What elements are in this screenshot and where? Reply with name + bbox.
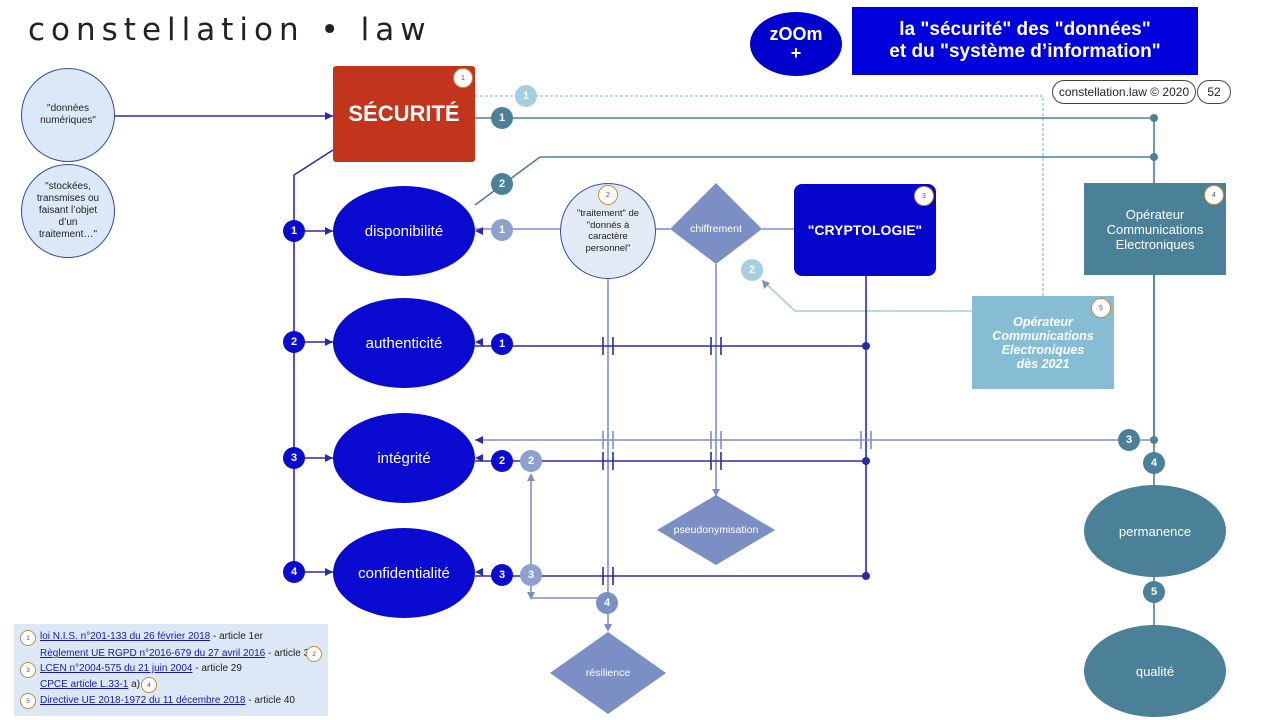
disponibilite-teal-number-2: 2: [491, 173, 513, 195]
reference-link-3[interactable]: LCEN n°2004-575 du 21 juin 2004: [40, 663, 193, 674]
reference-link-4[interactable]: CPCE article L.33-1: [40, 679, 129, 690]
stockees-note: "stockées, transmises ou faisant l’objet…: [21, 164, 115, 258]
securite-light-number-1: 1: [515, 85, 537, 107]
ref-number-1: 1: [20, 630, 36, 646]
operateur-box: Opérateur Communications Electroniques: [1084, 183, 1226, 275]
chiffrement-light-number-2: 2: [741, 259, 763, 281]
reference-link-2[interactable]: Règlement UE RGPD n°2016-679 du 27 avril…: [40, 648, 266, 659]
donnees-numeriques-note: "données numériques": [21, 68, 115, 162]
chiffrement-diamond: [670, 183, 762, 264]
zoom-label: zOOm: [769, 24, 823, 44]
operateur-2021-box: Opérateur Communications Electroniques d…: [972, 296, 1114, 389]
left-number-1: 1: [283, 220, 305, 242]
resilience-label: résilience: [585, 667, 631, 679]
reference-rest-1: - article 1er: [210, 631, 264, 642]
reference-rest-5: - article 40: [245, 695, 295, 706]
chiffrement-label: chiffrement: [690, 223, 742, 235]
reference-line-3: LCEN n°2004-575 du 21 juin 2004 - articl…: [40, 663, 242, 674]
integrite-oval: intégrité: [333, 413, 475, 503]
authenticite-number-1: 1: [491, 333, 513, 355]
reference-line-5: Directive UE 2018-1972 du 11 décembre 20…: [40, 695, 295, 706]
zoom-badge[interactable]: zOOm +: [750, 12, 842, 76]
pseudonymisation-label: pseudonymisation: [673, 524, 759, 536]
resilience-number-4: 4: [596, 592, 618, 614]
confidentialite-oval: confidentialité: [333, 528, 475, 618]
left-number-2: 2: [283, 331, 305, 353]
copyright-pill: constellation.law © 2020: [1052, 80, 1196, 104]
securite-box: SÉCURITÉ: [333, 66, 475, 162]
left-number-3: 3: [283, 447, 305, 469]
reference-line-1: loi N.I.S. n°201-133 du 26 février 2018 …: [40, 631, 263, 642]
right-number-3: 3: [1118, 429, 1140, 451]
reference-rest-2: - article 32: [265, 648, 315, 659]
operateur-2021-ref-badge: 5: [1091, 298, 1111, 318]
references-panel: 1 loi N.I.S. n°201-133 du 26 février 201…: [14, 624, 328, 716]
cryptologie-box: "CRYPTOLOGIE": [794, 184, 936, 276]
operateur-ref-badge: 4: [1204, 185, 1224, 205]
confidentialite-number-3: 3: [491, 564, 513, 586]
reference-rest-3: - article 29: [192, 663, 242, 674]
brand-logo-text: constellation • law: [28, 12, 432, 48]
reference-rest-4: a): [128, 679, 141, 690]
securite-teal-number-1: 1: [491, 107, 513, 129]
left-number-4: 4: [283, 561, 305, 583]
permanence-oval: permanence: [1084, 485, 1226, 577]
securite-ref-badge: 1: [453, 68, 473, 88]
right-number-4: 4: [1143, 452, 1165, 474]
reference-link-5[interactable]: Directive UE 2018-1972 du 11 décembre 20…: [40, 695, 246, 706]
traitement-ref-badge: 2: [598, 185, 618, 205]
disponibilite-oval: disponibilité: [333, 186, 475, 276]
cryptologie-ref-badge: 3: [914, 186, 934, 206]
page-number: 52: [1197, 80, 1231, 104]
pseudonymisation-diamond: [657, 495, 775, 565]
ref-number-5: 5: [20, 693, 36, 709]
authenticite-oval: authenticité: [333, 298, 475, 388]
page-title-banner: la "sécurité" des "données" et du "systè…: [852, 7, 1198, 75]
right-number-5: 5: [1143, 581, 1165, 603]
integrite-number-2: 2: [491, 450, 513, 472]
qualite-oval: qualité: [1084, 625, 1226, 717]
ref-number-4: 4: [141, 677, 157, 693]
reference-link-1[interactable]: loi N.I.S. n°201-133 du 26 février 2018: [40, 631, 211, 642]
ref-number-3: 3: [20, 662, 36, 678]
reference-line-4: CPCE article L.33-1 a): [40, 679, 140, 690]
reference-line-2: Règlement UE RGPD n°2016-679 du 27 avril…: [40, 648, 315, 659]
confidentialite-light-number-3: 3: [520, 564, 542, 586]
zoom-plus: +: [790, 43, 802, 63]
resilience-diamond: [550, 632, 666, 714]
ref-number-2: 2: [306, 646, 322, 662]
disponibilite-light-number-1: 1: [491, 219, 513, 241]
integrite-light-number-2: 2: [520, 450, 542, 472]
